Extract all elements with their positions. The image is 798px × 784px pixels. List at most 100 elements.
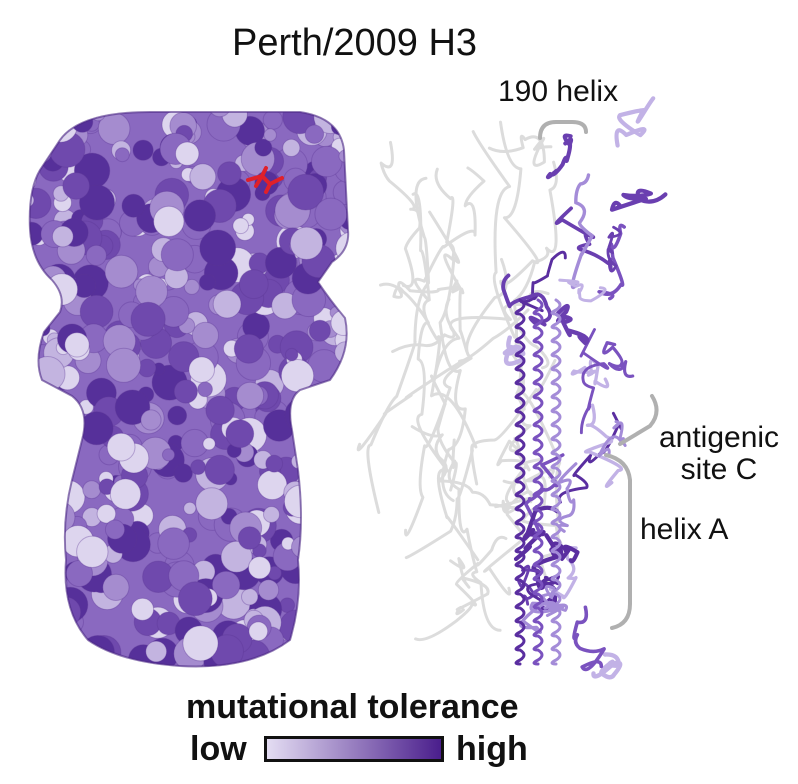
surface-patch — [29, 356, 66, 392]
gray-ribbon-monomers — [356, 120, 563, 642]
surface-patch — [114, 389, 151, 426]
surface-patch — [51, 225, 74, 248]
gray-ribbon-strand — [499, 120, 550, 370]
surface-patch — [237, 526, 262, 550]
gray-ribbon-strand — [428, 210, 467, 503]
gray-ribbon-strand — [414, 535, 508, 642]
surface-patch — [96, 504, 117, 524]
gray-ribbon-strand — [379, 282, 480, 562]
purple-ribbon-strand — [591, 652, 623, 680]
purple-ribbon-strand — [558, 278, 607, 303]
surface-patch — [29, 528, 58, 559]
surface-patch — [326, 403, 349, 431]
surface-patch — [205, 395, 235, 425]
surface-patch — [153, 205, 185, 238]
surface-patch — [342, 555, 349, 571]
helix-a-strand — [514, 298, 526, 666]
surface-patch — [46, 399, 69, 423]
gray-ribbon-strand — [430, 297, 461, 492]
surface-patch — [217, 161, 242, 186]
surface-patch — [195, 487, 229, 521]
surface-patch — [314, 197, 348, 231]
gray-ribbon-strand — [379, 140, 422, 288]
surface-patch — [29, 511, 37, 534]
antigenic-bracket — [618, 394, 659, 446]
surface-patch — [298, 577, 335, 615]
surface-patch — [41, 575, 63, 596]
label-antigenic-line1: antigenic — [658, 421, 780, 454]
surface-patch — [257, 469, 288, 501]
surface-patch — [29, 564, 55, 599]
surface-patch — [294, 626, 317, 650]
surface-patch — [188, 356, 215, 384]
surface-patch — [32, 524, 55, 546]
gray-ribbon-strand — [487, 134, 553, 167]
surface-model — [29, 112, 349, 667]
purple-ribbon-strand — [583, 403, 624, 488]
surface-patch — [30, 435, 65, 470]
surface-patch — [29, 395, 33, 410]
surface-patch — [318, 395, 349, 432]
surface-patch — [199, 229, 237, 267]
surface-patch — [248, 621, 269, 642]
surface-patch — [82, 480, 102, 500]
surface-patch — [85, 244, 107, 266]
gray-ribbon-strand — [504, 374, 532, 504]
label-antigenic-line2: site C — [680, 452, 758, 486]
surface-patch — [339, 366, 349, 387]
purple-ribbon-strand — [523, 453, 565, 538]
surface-outline — [28, 111, 350, 668]
surface-patch — [29, 504, 60, 542]
surface-patch — [73, 643, 101, 667]
surface-patch — [340, 287, 349, 305]
surface-patch — [29, 435, 45, 455]
surface-patch — [29, 536, 49, 568]
surface-patch — [263, 506, 280, 523]
surface-patch — [299, 595, 334, 630]
surface-patch — [212, 289, 242, 319]
surface-patch — [29, 467, 57, 505]
surface-patch — [282, 138, 301, 157]
purple-ribbon-strand — [614, 96, 656, 148]
surface-patch — [173, 463, 193, 483]
label-190-helix: 190 helix — [498, 75, 619, 108]
surface-patch — [326, 490, 343, 508]
surface-patch — [248, 556, 272, 580]
surface-patch — [241, 588, 259, 606]
surface-patch — [43, 455, 67, 478]
surface-patch — [220, 540, 253, 573]
surface-patch — [79, 294, 114, 329]
surface-patch — [313, 507, 343, 537]
surface-patch — [313, 547, 342, 576]
surface-patch — [332, 272, 349, 301]
surface-patch — [29, 187, 52, 219]
purple-ribbon-strand — [554, 303, 590, 346]
surface-patch — [283, 652, 300, 667]
surface-patch — [291, 535, 314, 559]
surface-patch — [29, 639, 43, 667]
surface-patch — [140, 409, 162, 431]
label-antigenic-site-c: antigenic site C — [646, 422, 792, 485]
surface-patch — [160, 238, 194, 272]
surface-patch — [315, 483, 344, 512]
surface-patch — [175, 141, 200, 166]
surface-patch — [236, 381, 265, 410]
surface-patch — [64, 646, 81, 663]
surface-patch — [157, 527, 190, 560]
surface-patch — [295, 612, 323, 640]
surface-patch — [35, 122, 51, 138]
surface-patch — [29, 417, 37, 431]
surface-patch — [104, 519, 126, 540]
surface-patch — [183, 278, 200, 295]
surface-patch — [48, 574, 68, 594]
surface-patch — [29, 413, 51, 441]
surface-patch — [323, 511, 349, 539]
surface-patch — [189, 163, 217, 191]
surface-patch — [328, 547, 349, 576]
surface-patch — [285, 347, 299, 362]
surface-patch — [208, 112, 232, 118]
gray-ribbon-strand — [404, 257, 508, 537]
surface-patch — [43, 112, 78, 143]
surface-patch — [299, 405, 313, 418]
